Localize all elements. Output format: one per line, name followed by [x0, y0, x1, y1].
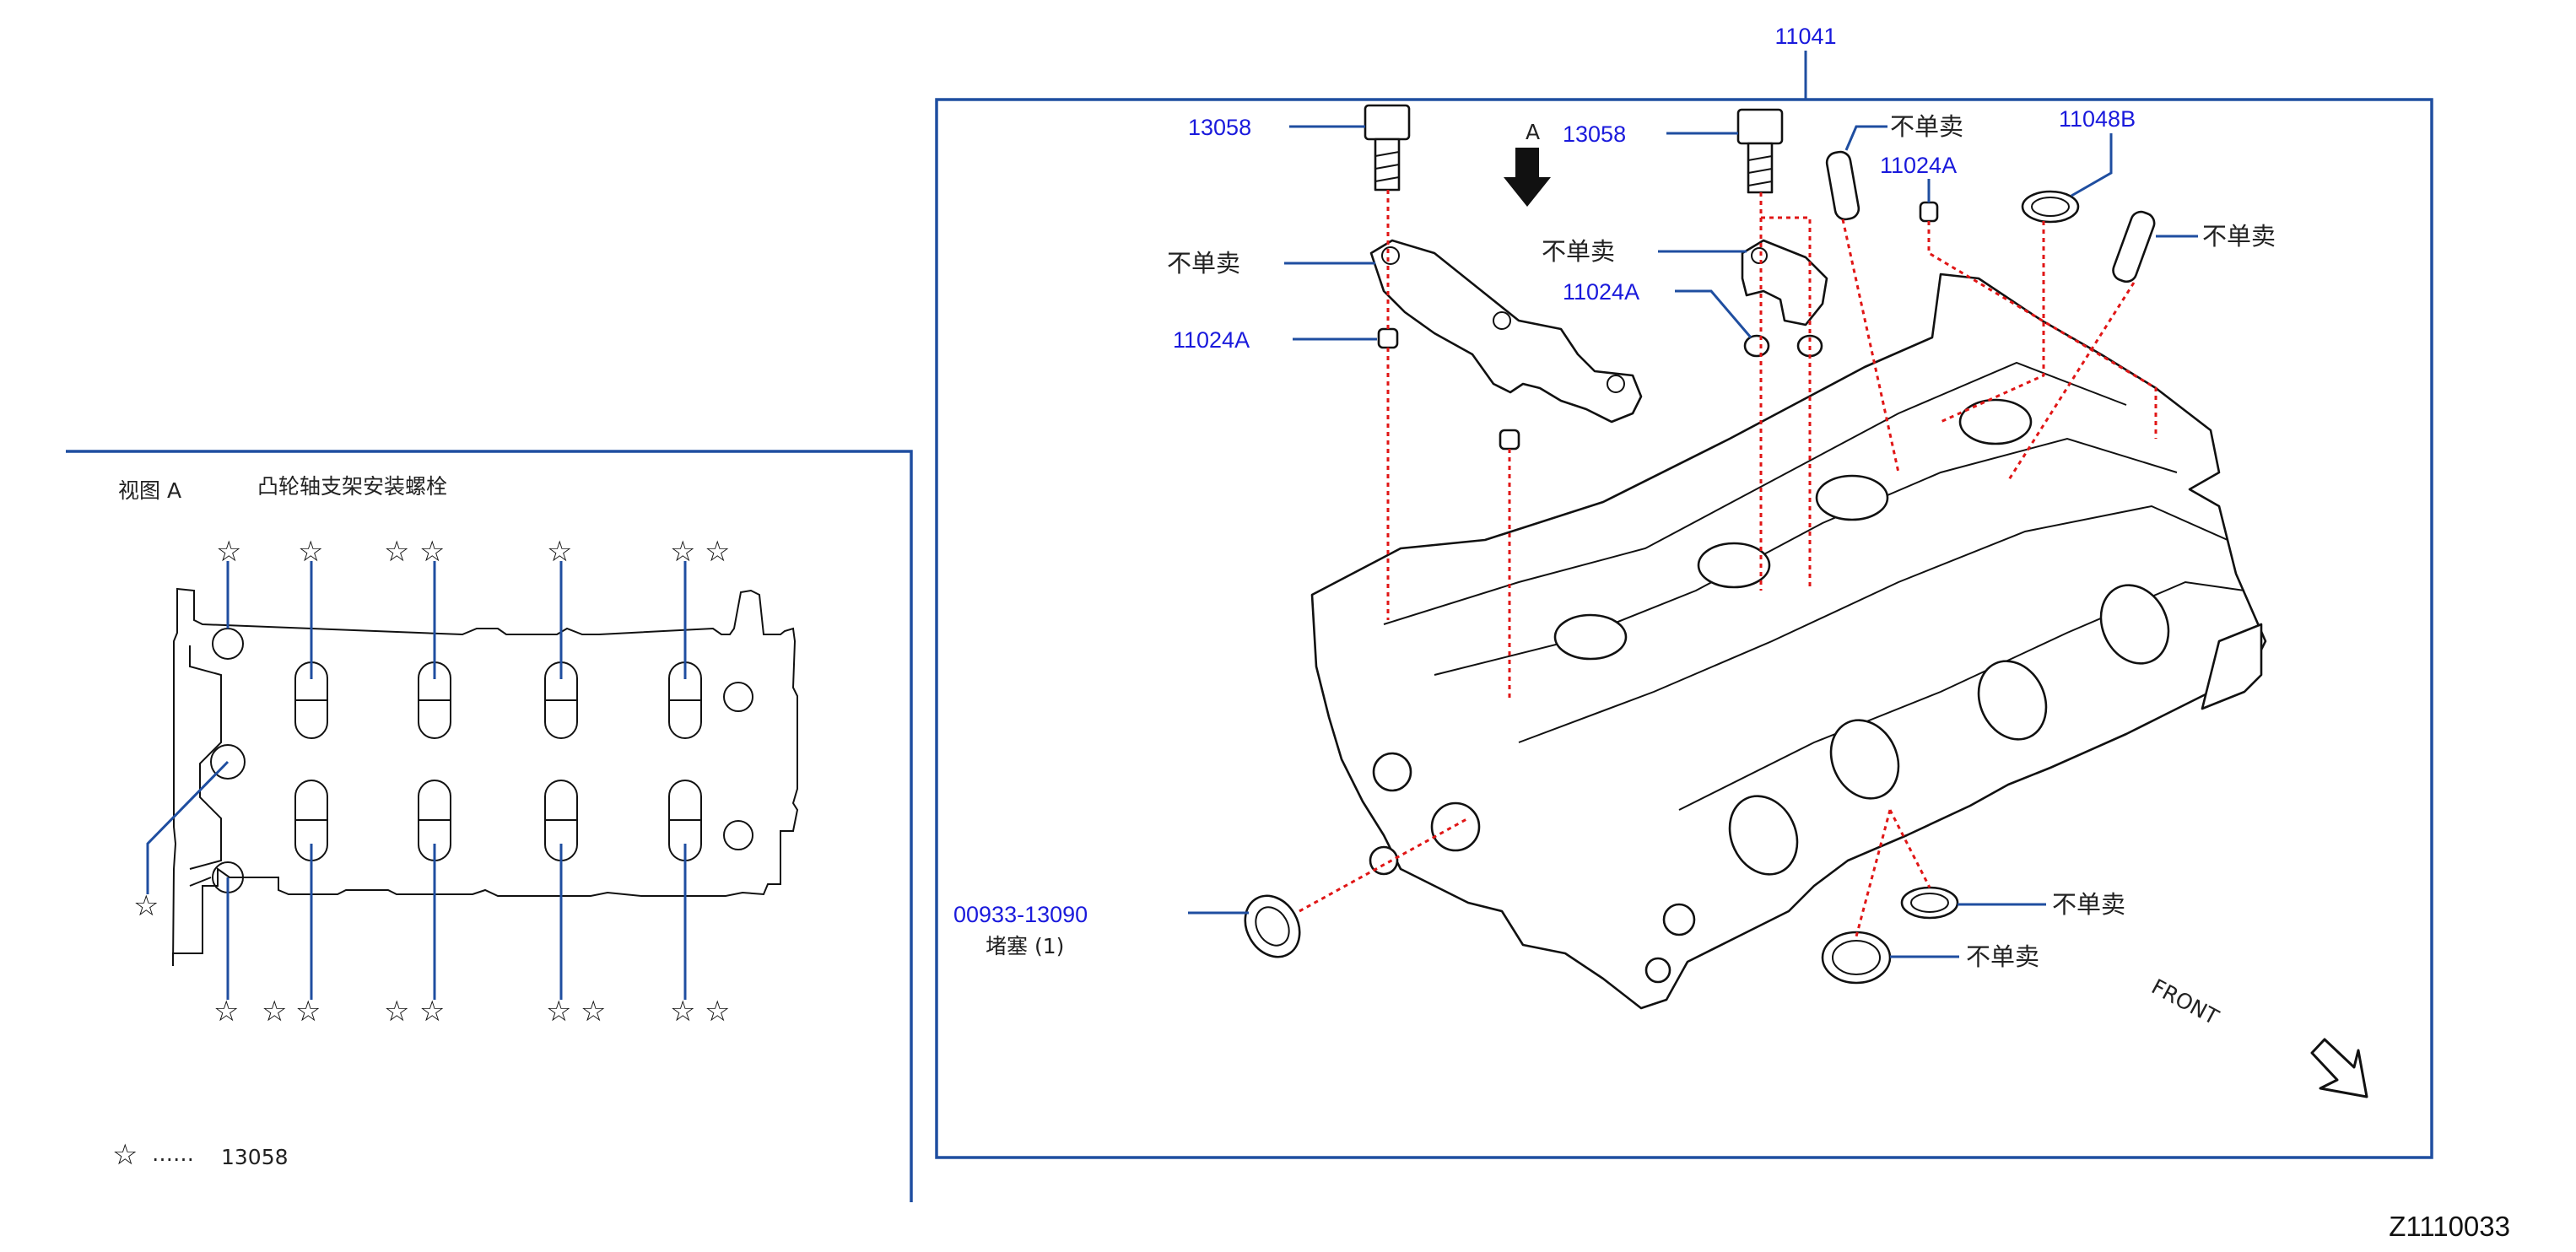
view-a-panel: 视图 A 凸轮轴支架安装螺栓 [66, 450, 913, 1202]
star-icon: ☆ [216, 535, 241, 569]
legend-dots: …… [152, 1141, 194, 1166]
bolt-right [1736, 108, 1784, 194]
callout-not-sold-guide-right: 不单卖 [2202, 222, 2276, 251]
star-icon: ☆ [133, 889, 159, 923]
star-icon: ☆ [546, 995, 571, 1028]
view-a-bracket-outline [172, 587, 799, 967]
legend-star-icon: ☆ [112, 1138, 138, 1172]
view-a-title: 视图 A [118, 478, 181, 503]
callout-plug-name: 堵塞 (1) [986, 934, 1064, 958]
view-a-legend: ☆ …… 13058 [112, 1138, 289, 1172]
seal-ring [2021, 190, 2080, 224]
dowel-right-a [1743, 334, 1770, 358]
view-a-star-markers: ☆ ☆ ☆ ☆ ☆ ☆ ☆ ☆ ☆ ☆ ☆ ☆ ☆ ☆ ☆ ☆ ☆ [133, 535, 730, 1028]
front-label: FRONT [2147, 974, 2223, 1030]
cylinder-head-body [1310, 273, 2267, 1010]
down-arrow-icon [1504, 148, 1551, 207]
view-a-bolt-slots [294, 661, 702, 861]
dowel-left [1377, 327, 1399, 349]
star-icon: ☆ [419, 995, 445, 1028]
star-icon: ☆ [419, 535, 445, 569]
view-arrow-label: A [1526, 120, 1540, 144]
valve-guide-top [1825, 150, 1860, 221]
figure-code: Z1110033 [2389, 1211, 2510, 1242]
star-icon: ☆ [213, 995, 239, 1028]
star-icon: ☆ [384, 535, 409, 569]
star-icon: ☆ [262, 995, 287, 1028]
callouts: 13058 13058 不单卖 11024A 不单卖 11024A 不单卖 11… [953, 106, 2276, 971]
star-icon: ☆ [705, 535, 730, 569]
callout-bolt-right[interactable]: 13058 [1563, 121, 1626, 147]
legend-part-number[interactable]: 13058 [221, 1145, 289, 1169]
callout-not-sold-ring-bottom: 不单卖 [1966, 942, 2039, 971]
callout-not-sold-guide-top: 不单卖 [1890, 112, 1963, 141]
callout-seal[interactable]: 11048B [2059, 106, 2136, 132]
front-indicator: FRONT [2147, 974, 2368, 1098]
callout-not-sold-bracket-right: 不单卖 [1542, 237, 1615, 266]
star-icon: ☆ [705, 995, 730, 1028]
valve-guide-right [2112, 210, 2156, 283]
view-a-star-leaders [146, 561, 687, 1000]
callout-dowel-right[interactable]: 11024A [1563, 279, 1639, 305]
view-a-subtitle: 凸轮轴支架安装螺栓 [257, 474, 447, 499]
star-icon: ☆ [670, 995, 695, 1028]
callout-dowel-top[interactable]: 11024A [1880, 153, 1957, 178]
camshaft-bracket-right [1741, 239, 1828, 326]
cylinder-head [1310, 273, 2267, 1010]
dowel-lower [1499, 429, 1520, 451]
bolt-left [1364, 104, 1411, 192]
callout-dowel-left[interactable]: 11024A [1173, 327, 1250, 353]
dowel-top [1919, 201, 1939, 223]
front-arrow-icon [2310, 1038, 2368, 1098]
assembly-lines [1299, 190, 2157, 937]
star-icon: ☆ [384, 995, 409, 1028]
main-part-number[interactable]: 11041 [1774, 24, 1836, 49]
star-icon: ☆ [295, 995, 321, 1028]
star-icon: ☆ [547, 535, 572, 569]
view-arrow-a: A [1504, 120, 1551, 207]
callout-bolt-left[interactable]: 13058 [1188, 115, 1251, 140]
main-frame: 11041 [935, 24, 2433, 1159]
star-icon: ☆ [670, 535, 695, 569]
camshaft-bracket-left [1369, 239, 1643, 424]
ring-lower [1900, 886, 1959, 920]
star-icon: ☆ [298, 535, 323, 569]
callout-plug-number[interactable]: 00933-13090 [953, 902, 1088, 927]
plug [1244, 894, 1301, 958]
callout-not-sold-ring-lower: 不单卖 [2052, 890, 2125, 919]
callout-not-sold-bracket-left: 不单卖 [1167, 249, 1240, 278]
star-icon: ☆ [581, 995, 606, 1028]
